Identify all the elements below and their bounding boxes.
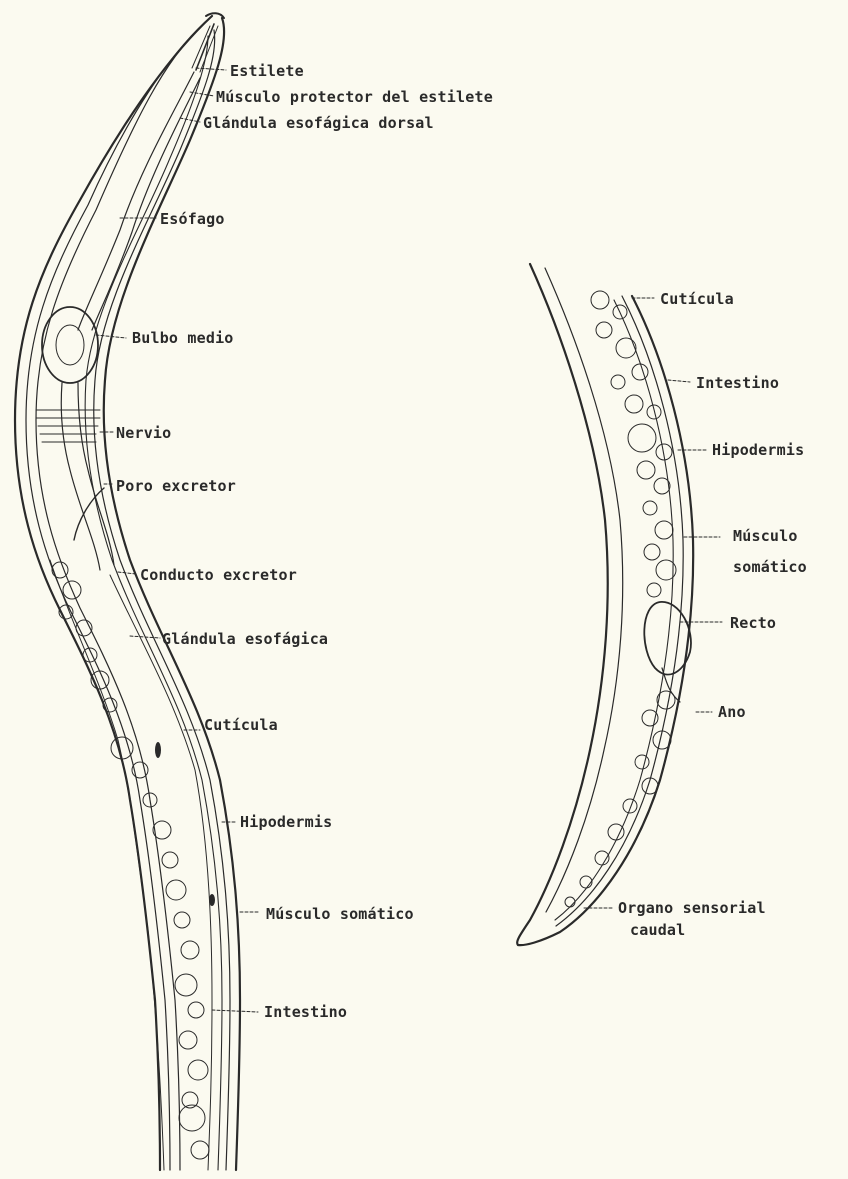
- label-musculo-somatico-anterior: Músculo somático: [266, 905, 414, 923]
- anterior-intestine-cells: [52, 562, 209, 1159]
- label-organo-line2: caudal: [630, 921, 685, 939]
- label-nervio: Nervio: [116, 424, 171, 442]
- label-organo-line1: Organo sensorial: [618, 899, 766, 917]
- label-esofago: Esófago: [160, 210, 225, 228]
- label-intestino-posterior: Intestino: [696, 374, 779, 392]
- label-estilete: Estilete: [230, 62, 304, 80]
- label-conducto-excretor: Conducto excretor: [140, 566, 297, 584]
- posterior-intestine-cells: [565, 291, 676, 907]
- anterior-cuticle-left: [15, 16, 212, 1170]
- label-bulbo-medio: Bulbo medio: [132, 329, 234, 347]
- label-cuticula-posterior: Cutícula: [660, 290, 734, 308]
- label-musculo-line1: Músculo: [733, 527, 798, 545]
- label-intestino-anterior: Intestino: [264, 1003, 347, 1021]
- label-ano: Ano: [718, 703, 746, 721]
- median-bulb: [42, 307, 98, 383]
- label-cuticula-anterior: Cutícula: [204, 716, 278, 734]
- label-musculo-line2: somático: [733, 558, 807, 576]
- label-poro-excretor: Poro excretor: [116, 477, 236, 495]
- posterior-cuticle-right: [518, 296, 693, 945]
- anterior-cuticle-right: [104, 18, 240, 1170]
- label-hipodermis-posterior: Hipodermis: [712, 441, 804, 459]
- label-glandula-esofagica: Glándula esofágica: [162, 630, 328, 648]
- rectum: [644, 602, 691, 675]
- label-hipodermis-anterior: Hipodermis: [240, 813, 332, 831]
- anterior-worm: [15, 13, 240, 1170]
- posterior-worm: [517, 264, 693, 945]
- posterior-cuticle-left: [517, 264, 608, 945]
- label-recto: Recto: [730, 614, 776, 632]
- nerve-ring: [36, 410, 100, 442]
- label-musculo-protector: Músculo protector del estilete: [216, 88, 493, 106]
- label-glandula-dorsal: Glándula esofágica dorsal: [203, 114, 434, 132]
